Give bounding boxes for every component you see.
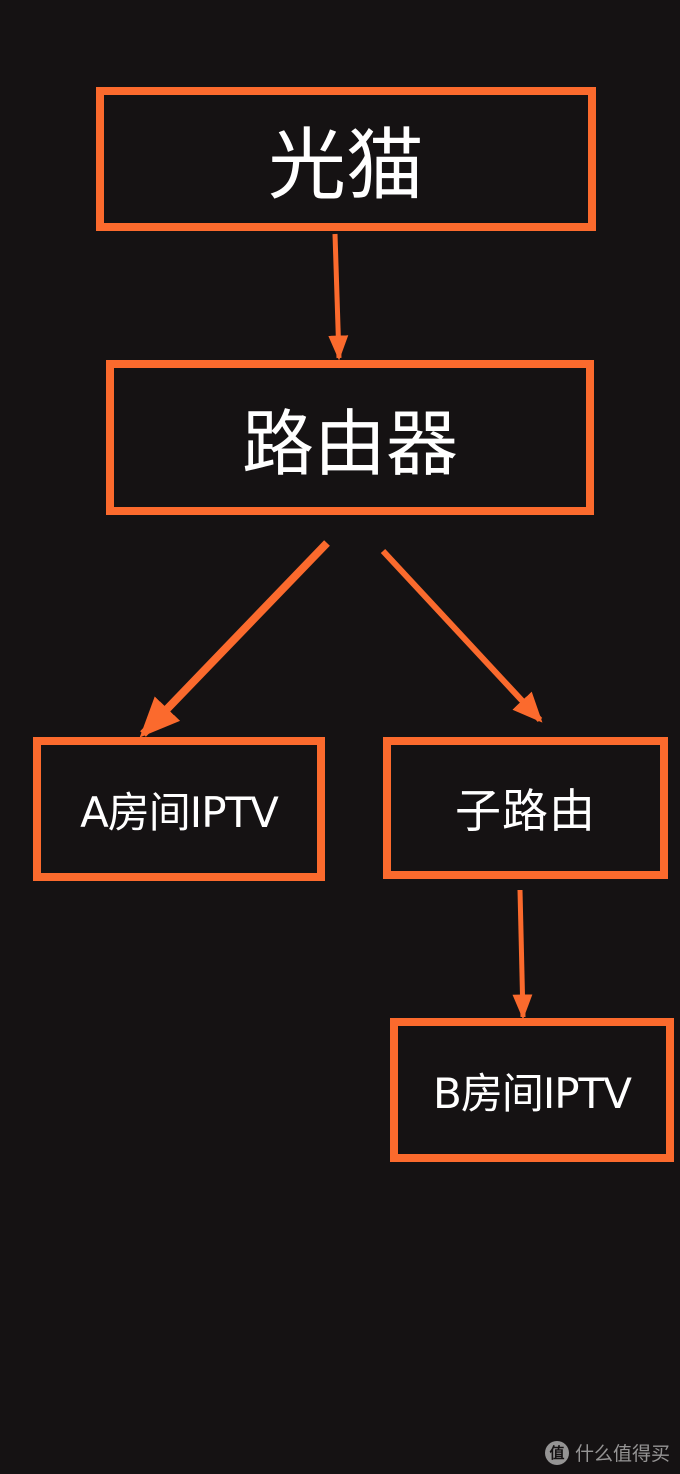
watermark: 值 什么值得买 <box>544 1439 670 1466</box>
node-room-a-iptv-label: A房间IPTV <box>80 787 279 837</box>
node-router-label: 路由器 <box>241 402 458 486</box>
node-optical-modem-label: 光猫 <box>267 121 424 211</box>
node-room-b-iptv: B房间IPTV <box>390 1018 674 1162</box>
node-room-a-iptv: A房间IPTV <box>33 737 325 881</box>
watermark-logo-icon: 值 <box>544 1440 569 1465</box>
node-room-b-iptv-label: B房间IPTV <box>433 1068 632 1118</box>
node-sub-router: 子路由 <box>383 737 668 879</box>
node-sub-router-label: 子路由 <box>455 784 596 838</box>
arrow-modem-to-router <box>328 233 349 361</box>
arrow-router-to-iptv-a <box>139 540 330 738</box>
node-optical-modem: 光猫 <box>96 87 596 231</box>
arrow-subrouter-to-iptv-b <box>512 889 533 1020</box>
node-router: 路由器 <box>106 360 594 515</box>
arrow-router-to-subrouter <box>380 548 543 723</box>
watermark-text: 什么值得买 <box>574 1443 670 1465</box>
